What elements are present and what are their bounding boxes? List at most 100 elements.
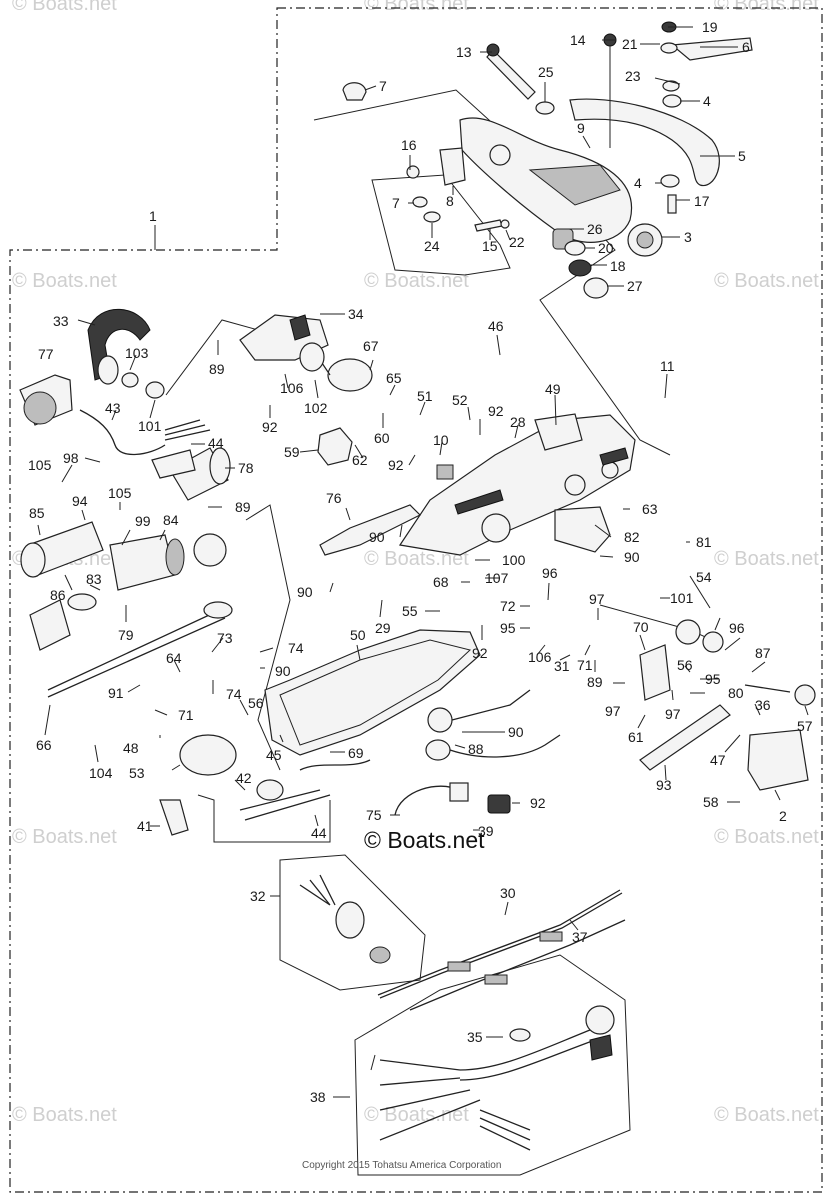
callout: 7 xyxy=(392,195,400,211)
callout: 99 xyxy=(135,513,151,529)
callout: 88 xyxy=(468,741,484,757)
callout: 17 xyxy=(694,193,710,209)
callout: 96 xyxy=(542,565,558,581)
callout: 52 xyxy=(452,392,468,408)
callout: 21 xyxy=(622,36,638,52)
callout: 2 xyxy=(779,808,787,824)
watermark: © Boats.net xyxy=(714,270,819,292)
callout: 105 xyxy=(108,485,132,501)
callout: 96 xyxy=(729,620,745,636)
callout: 33 xyxy=(53,313,69,329)
callout: 103 xyxy=(125,345,149,361)
callout: 35 xyxy=(467,1029,483,1045)
callout: 7 xyxy=(379,78,387,94)
callout: 20 xyxy=(598,240,614,256)
callout: 94 xyxy=(72,493,88,509)
callout: 45 xyxy=(266,747,282,763)
callout: 90 xyxy=(369,529,385,545)
callout: 32 xyxy=(250,888,266,904)
callout: 74 xyxy=(288,640,304,656)
callout: 8 xyxy=(446,193,454,209)
callout: 47 xyxy=(710,752,726,768)
callout: 80 xyxy=(728,685,744,701)
callout: 73 xyxy=(217,630,233,646)
callout: 76 xyxy=(326,490,342,506)
callout: 56 xyxy=(248,695,264,711)
callout: 31 xyxy=(554,658,570,674)
callout: 23 xyxy=(625,68,641,84)
callout: 16 xyxy=(401,137,417,153)
callout: 13 xyxy=(456,44,472,60)
callout: 70 xyxy=(633,619,649,635)
assembly-frame xyxy=(9,7,823,1193)
callout: 55 xyxy=(402,603,418,619)
callout: 44 xyxy=(311,825,327,841)
callout: 14 xyxy=(570,32,586,48)
callout: 95 xyxy=(500,620,516,636)
watermark: © Boats.net xyxy=(12,826,117,848)
callout: 30 xyxy=(500,885,516,901)
callout: 39 xyxy=(478,823,494,839)
watermark: © Boats.net xyxy=(714,826,819,848)
callout: 90 xyxy=(297,584,313,600)
callout: 90 xyxy=(508,724,524,740)
callout: 85 xyxy=(29,505,45,521)
callout: 10 xyxy=(433,432,449,448)
callout: 97 xyxy=(605,703,621,719)
callout: 60 xyxy=(374,430,390,446)
callout: 92 xyxy=(530,795,546,811)
callout: 100 xyxy=(502,552,526,568)
callout: 62 xyxy=(352,452,368,468)
callout: 4 xyxy=(634,175,642,191)
callout: 67 xyxy=(363,338,379,354)
callout: 95 xyxy=(705,671,721,687)
callout: 97 xyxy=(665,706,681,722)
callout: 41 xyxy=(137,818,153,834)
part-drawings xyxy=(19,21,816,1151)
callout: 34 xyxy=(348,306,364,322)
callout: 51 xyxy=(417,388,433,404)
callout: 77 xyxy=(38,346,54,362)
callout-labels: 19 14 21 6 13 25 7 23 4 9 5 16 4 17 7 8 … xyxy=(28,19,813,1105)
watermark: © Boats.net xyxy=(364,270,469,292)
callout: 102 xyxy=(304,400,328,416)
callout: 93 xyxy=(656,777,672,793)
callout: 6 xyxy=(742,39,750,55)
callout: 69 xyxy=(348,745,364,761)
callout: 58 xyxy=(703,794,719,810)
callout: 59 xyxy=(284,444,300,460)
callout: 66 xyxy=(36,737,52,753)
callout: 37 xyxy=(572,929,588,945)
callout: 101 xyxy=(670,590,694,606)
watermark: © Boats.net xyxy=(12,1104,117,1126)
callout: 65 xyxy=(386,370,402,386)
callout: 101 xyxy=(138,418,162,434)
callout: 71 xyxy=(577,657,593,673)
callout: 92 xyxy=(388,457,404,473)
callout: 28 xyxy=(510,414,526,430)
callout: 90 xyxy=(275,663,291,679)
callout: 107 xyxy=(485,570,509,586)
callout: 98 xyxy=(63,450,79,466)
callout: 15 xyxy=(482,238,498,254)
callout: 81 xyxy=(696,534,712,550)
callout: 9 xyxy=(577,120,585,136)
callout: 46 xyxy=(488,318,504,334)
center-watermark: © Boats.net xyxy=(364,827,485,853)
callout: 75 xyxy=(366,807,382,823)
callout: 25 xyxy=(538,64,554,80)
callout: 89 xyxy=(235,499,251,515)
callout: 61 xyxy=(628,729,644,745)
callout: 57 xyxy=(797,718,813,734)
callout: 42 xyxy=(236,770,252,786)
callout: 1 xyxy=(149,208,157,224)
callout: 5 xyxy=(738,148,746,164)
callout: 49 xyxy=(545,381,561,397)
callout: 53 xyxy=(129,765,145,781)
callout: 87 xyxy=(755,645,771,661)
callout: 97 xyxy=(589,591,605,607)
callout: 26 xyxy=(587,221,603,237)
callout: 104 xyxy=(89,765,113,781)
callout: 74 xyxy=(226,686,242,702)
